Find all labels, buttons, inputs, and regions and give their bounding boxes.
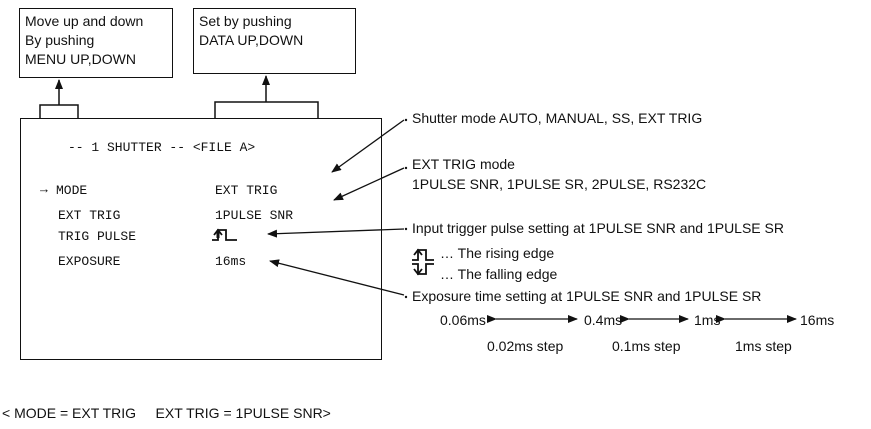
data-callout: Set by pushing DATA UP,DOWN <box>193 8 356 74</box>
exp-value-4: 16ms <box>800 312 835 328</box>
row-mode-label[interactable]: MODE <box>56 183 88 198</box>
exp-step-1: 0.02ms step <box>487 338 564 354</box>
cursor-arrow: → <box>40 182 48 197</box>
screen-header: -- 1 SHUTTER -- <FILE A> <box>68 140 256 155</box>
row-exposure-value: 16ms <box>215 254 247 269</box>
row-trig-pulse-label[interactable]: TRIG PULSE <box>58 229 137 244</box>
ext-trig-mode-title: EXT TRIG mode <box>412 156 515 172</box>
shutter-mode-annotation: Shutter mode AUTO, MANUAL, SS, EXT TRIG <box>412 110 703 126</box>
menu-callout: Move up and down By pushing MENU UP,DOWN <box>19 8 173 78</box>
rising-edge-label: … The rising edge <box>440 245 555 261</box>
row-ext-trig-label[interactable]: EXT TRIG <box>58 208 121 223</box>
row-exposure-label[interactable]: EXPOSURE <box>58 254 121 269</box>
footer-caption: < MODE = EXT TRIG EXT TRIG = 1PULSE SNR> <box>2 405 331 421</box>
data-callout-line-1: Set by pushing <box>199 13 292 29</box>
legend-falling-icon <box>412 263 434 276</box>
menu-tab <box>39 104 79 118</box>
row-ext-trig-value: 1PULSE SNR <box>215 208 294 223</box>
input-trigger-annotation: Input trigger pulse setting at 1PULSE SN… <box>412 220 784 236</box>
exp-value-2: 0.4ms <box>584 312 623 328</box>
exposure-annotation: Exposure time setting at 1PULSE SNR and … <box>412 288 762 304</box>
exp-step-3: 1ms step <box>735 338 792 354</box>
menu-callout-line-2: By pushing <box>25 32 95 48</box>
exp-step-2: 0.1ms step <box>612 338 681 354</box>
falling-edge-label: … The falling edge <box>440 266 558 282</box>
data-tab <box>214 101 319 118</box>
legend-rising-icon <box>412 248 434 261</box>
ext-trig-pointer <box>333 167 405 201</box>
shutter-mode-pointer <box>331 119 405 173</box>
exp-value-1: 0.06ms <box>440 312 486 328</box>
data-callout-line-2: DATA UP,DOWN <box>199 32 304 48</box>
menu-callout-line-1: Move up and down <box>25 13 144 29</box>
exp-value-3: 1ms <box>694 312 721 328</box>
ext-trig-mode-options: 1PULSE SNR, 1PULSE SR, 2PULSE, RS232C <box>412 176 707 192</box>
menu-screen <box>20 118 382 360</box>
menu-callout-line-3: MENU UP,DOWN <box>25 51 136 67</box>
row-mode-value: EXT TRIG <box>215 183 278 198</box>
rising-edge-glyph <box>212 228 237 241</box>
